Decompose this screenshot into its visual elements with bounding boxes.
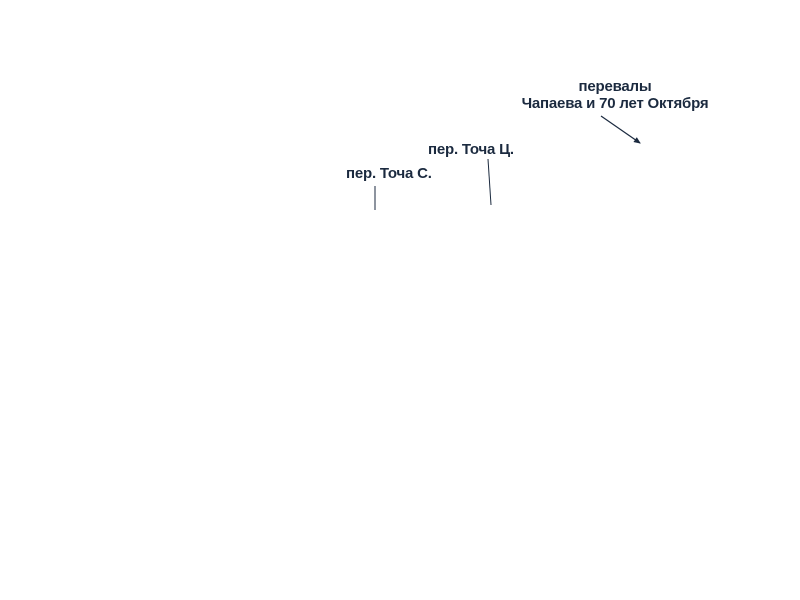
passes-label: перевалы Чапаева и 70 лет Октября bbox=[500, 78, 730, 112]
passes-label-line1: перевалы bbox=[578, 78, 652, 95]
tocha-ts-label: пер. Точа Ц. bbox=[428, 141, 514, 158]
tocha-s-label: пер. Точа С. bbox=[346, 165, 432, 182]
tocha-ts-leader bbox=[487, 158, 492, 206]
passes-label-line2: Чапаева и 70 лет Октября bbox=[521, 95, 709, 112]
passes-arrow bbox=[600, 115, 641, 144]
